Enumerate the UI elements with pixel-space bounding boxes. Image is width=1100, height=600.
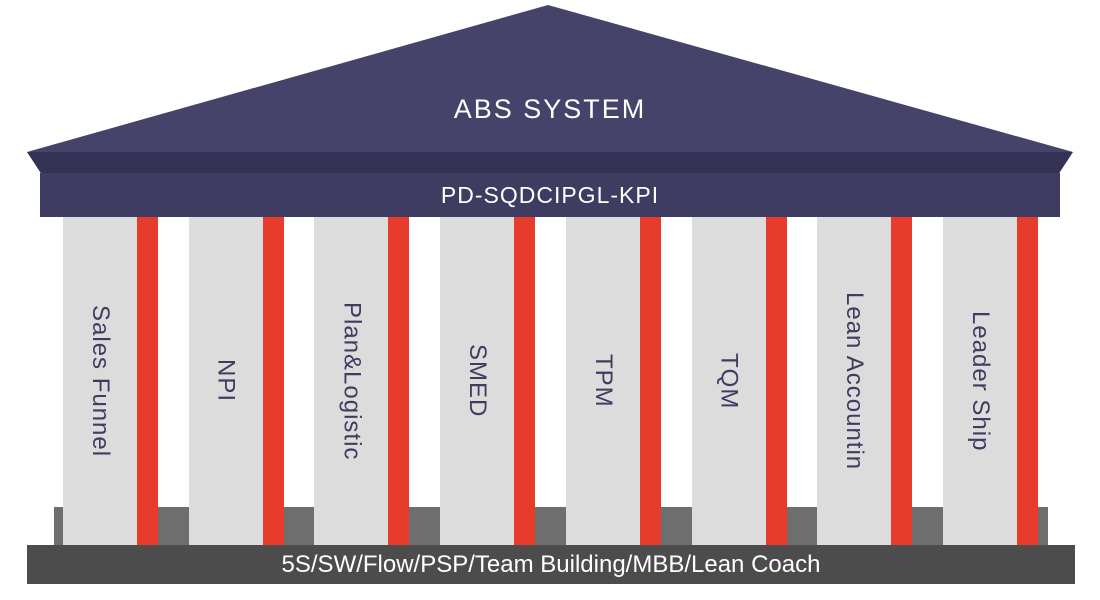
pillar-row: Sales Funnel NPI Plan&Logistic SMED TPM … (63, 217, 1038, 545)
pillar-accent-stripe (639, 217, 661, 545)
pillar-label: Sales Funnel (87, 304, 114, 458)
pillar-leadership: Leader Ship (942, 217, 1038, 545)
pillar-accent-stripe (137, 217, 158, 545)
pillar-accent-stripe (765, 217, 787, 545)
pillar-label: Leader Ship (966, 310, 994, 452)
foundation-bar: 5S/SW/Flow/PSP/Team Building/MBB/Lean Co… (27, 545, 1075, 584)
roof (27, 5, 1073, 178)
foundation-label: 5S/SW/Flow/PSP/Team Building/MBB/Lean Co… (281, 550, 821, 578)
pillar-sales-funnel: Sales Funnel (63, 217, 158, 545)
roof-under-eave (27, 152, 1073, 178)
pillar-label: NPI (212, 359, 240, 403)
pillar-smed: SMED (440, 217, 536, 545)
roof-pediment (27, 5, 1073, 152)
pillar-accent-stripe (388, 217, 410, 545)
pillar-label: SMED (464, 344, 492, 418)
pillar-accent-stripe (891, 217, 913, 545)
pillar-accent-stripe (514, 217, 536, 545)
pillar-accent-stripe (262, 217, 284, 545)
beam-label: PD-SQDCIPGL-KPI (440, 181, 660, 208)
pillar-lean-accounting: Lean Accountin (817, 217, 913, 545)
pillar-label: TPM (589, 354, 617, 408)
pillar-npi: NPI (188, 217, 284, 545)
pillar-tpm: TPM (565, 217, 661, 545)
pillar-label: Lean Accountin (841, 291, 869, 471)
pillar-label: Plan&Logistic (338, 301, 366, 461)
roof-title: ABS SYSTEM (453, 94, 647, 124)
pillar-plan-logistic: Plan&Logistic (314, 217, 410, 545)
pillar-tqm: TQM (691, 217, 787, 545)
pillar-accent-stripe (1016, 217, 1038, 545)
beam: PD-SQDCIPGL-KPI (40, 173, 1060, 217)
pillar-label: TQM (715, 352, 743, 410)
